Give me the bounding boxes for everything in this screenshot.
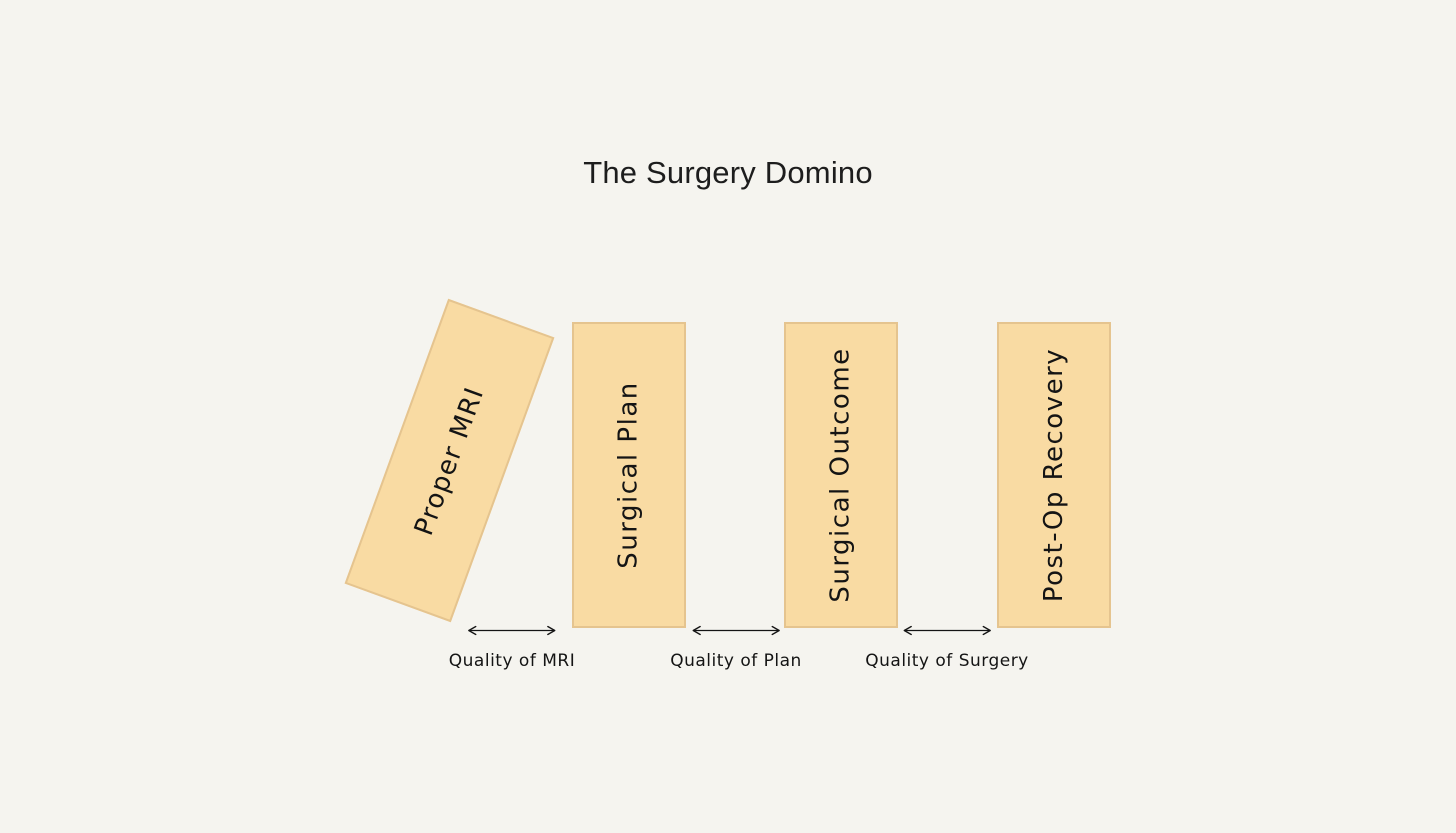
connector-quality-of-plan: Quality of Plan bbox=[670, 624, 802, 671]
connector-quality-of-mri: Quality of MRI bbox=[449, 624, 575, 671]
domino-surgical-plan: Surgical Plan bbox=[572, 322, 686, 628]
double-arrow-icon bbox=[468, 625, 556, 636]
domino-surgical-outcome: Surgical Outcome bbox=[784, 322, 898, 628]
domino-proper-mri: Proper MRI bbox=[344, 298, 555, 623]
double-arrow-icon bbox=[903, 625, 991, 636]
connector-quality-of-surgery: Quality of Surgery bbox=[865, 624, 1029, 671]
domino-label: Post-Op Recovery bbox=[1039, 347, 1070, 603]
domino-label: Surgical Plan bbox=[614, 381, 645, 569]
domino-post-op-recovery: Post-Op Recovery bbox=[997, 322, 1111, 628]
domino-label: Surgical Outcome bbox=[826, 347, 857, 603]
double-arrow-icon bbox=[692, 625, 780, 636]
gap-label: Quality of Plan bbox=[670, 651, 802, 671]
gap-label: Quality of MRI bbox=[448, 651, 576, 671]
gap-label: Quality of Surgery bbox=[865, 651, 1029, 671]
diagram-title: The Surgery Domino bbox=[583, 155, 873, 190]
domino-label: Proper MRI bbox=[408, 382, 491, 539]
